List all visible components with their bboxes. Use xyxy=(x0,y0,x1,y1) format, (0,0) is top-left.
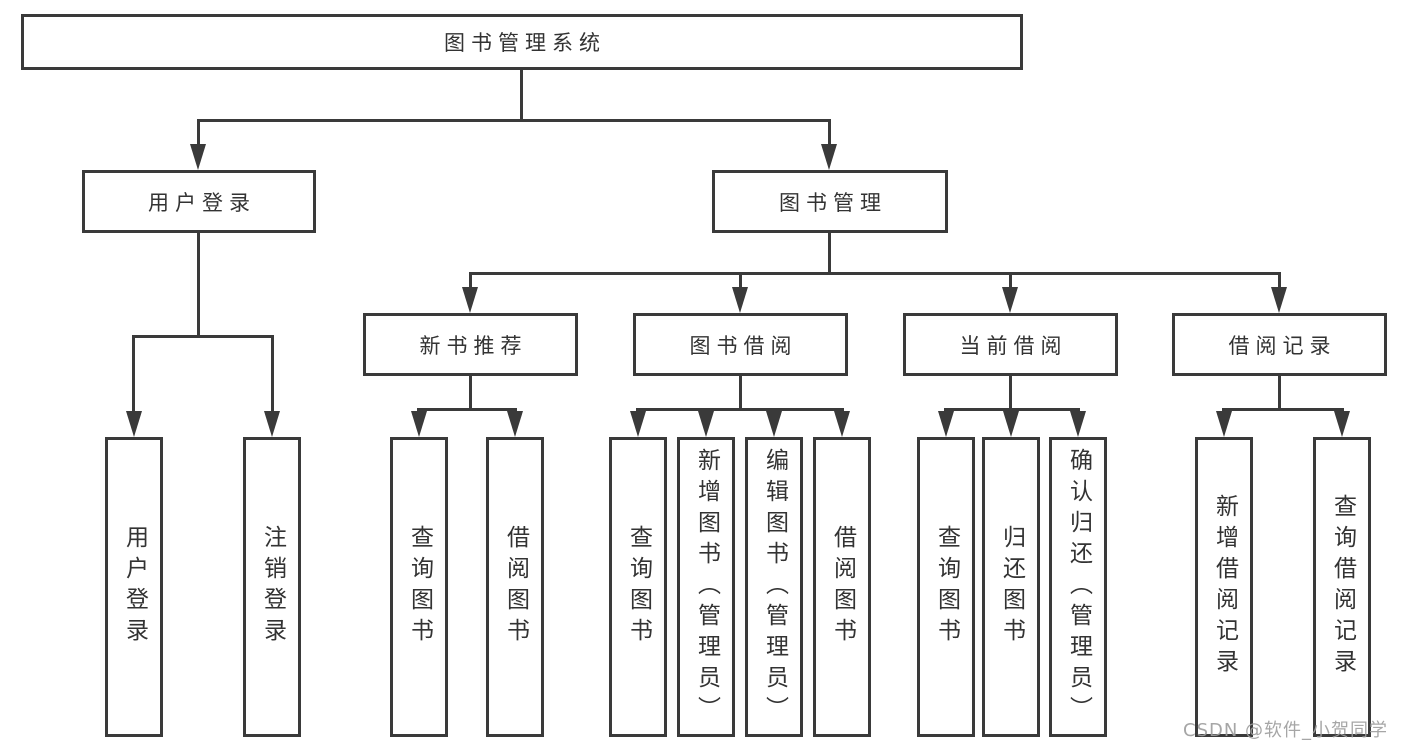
node-label: 用户登录 xyxy=(148,190,256,215)
arrowhead-icon xyxy=(190,144,206,170)
leaf-query-books-rec: 查询图书 xyxy=(390,437,448,737)
connector-line xyxy=(944,408,1080,411)
leaf-user-login: 用户登录 xyxy=(105,437,163,737)
connector-line xyxy=(197,233,200,335)
leaf-query-books-borrow: 查询图书 xyxy=(609,437,667,737)
node-label: 借阅记录 xyxy=(1228,333,1337,358)
connector-line xyxy=(828,119,831,146)
arrowhead-icon xyxy=(938,411,954,437)
connector-line xyxy=(132,335,274,338)
node-label: 当前借阅 xyxy=(959,333,1068,358)
arrowhead-icon xyxy=(264,411,280,437)
node-book-management: 图书管理 xyxy=(712,170,948,233)
arrowhead-icon xyxy=(766,411,782,437)
leaf-logout: 注销登录 xyxy=(243,437,301,737)
node-user-login: 用户登录 xyxy=(82,170,316,233)
arrowhead-icon xyxy=(1271,287,1287,313)
leaf-query-books-current: 查询图书 xyxy=(917,437,975,737)
connector-line xyxy=(1278,272,1281,289)
node-label: 用户登录 xyxy=(121,525,148,649)
connector-line xyxy=(1009,375,1012,409)
node-label: 新书推荐 xyxy=(419,333,528,358)
arrowhead-icon xyxy=(1216,411,1232,437)
arrowhead-icon xyxy=(630,411,646,437)
node-label: 查询图书 xyxy=(933,525,960,649)
arrowhead-icon xyxy=(507,411,523,437)
csdn-watermark: CSDN @软件_小贺同学 xyxy=(1183,720,1389,741)
connector-line xyxy=(1222,408,1344,411)
connector-line xyxy=(469,272,1281,275)
arrowhead-icon xyxy=(698,411,714,437)
node-label: 查询借阅记录 xyxy=(1329,494,1356,680)
arrowhead-icon xyxy=(462,287,478,313)
arrowhead-icon xyxy=(834,411,850,437)
node-book-borrowing: 图书借阅 xyxy=(633,313,848,376)
node-label: 查询图书 xyxy=(625,525,652,649)
arrowhead-icon xyxy=(1003,411,1019,437)
connector-line xyxy=(520,69,523,121)
connector-line xyxy=(271,335,274,412)
node-current-borrowing: 当前借阅 xyxy=(903,313,1118,376)
connector-line xyxy=(1278,375,1281,409)
leaf-add-borrow-record: 新增借阅记录 xyxy=(1195,437,1253,737)
connector-line xyxy=(1009,272,1012,289)
node-label: 确认归还（管理员） xyxy=(1065,447,1092,727)
connector-line xyxy=(636,408,844,411)
node-label: 归还图书 xyxy=(998,525,1025,649)
connector-line xyxy=(469,375,472,409)
leaf-query-borrow-record: 查询借阅记录 xyxy=(1313,437,1371,737)
arrowhead-icon xyxy=(821,144,837,170)
leaf-confirm-return-admin: 确认归还（管理员） xyxy=(1049,437,1107,737)
connector-line xyxy=(739,272,742,289)
leaf-borrow-books-borrow: 借阅图书 xyxy=(813,437,871,737)
node-label: 查询图书 xyxy=(406,525,433,649)
node-label: 图书管理系统 xyxy=(444,31,606,55)
connector-line xyxy=(197,119,831,122)
arrowhead-icon xyxy=(1070,411,1086,437)
connector-line xyxy=(132,335,135,412)
node-new-book-recommendation: 新书推荐 xyxy=(363,313,578,376)
node-label: 新增图书（管理员） xyxy=(693,447,720,727)
arrowhead-icon xyxy=(126,411,142,437)
connector-line xyxy=(197,119,200,146)
arrowhead-icon xyxy=(411,411,427,437)
connector-line xyxy=(469,272,472,289)
node-borrowing-records: 借阅记录 xyxy=(1172,313,1387,376)
node-label: 注销登录 xyxy=(259,525,286,649)
node-label: 图书借阅 xyxy=(689,333,798,358)
connector-line xyxy=(828,233,831,274)
node-library-management-system: 图书管理系统 xyxy=(21,14,1023,70)
node-label: 借阅图书 xyxy=(502,525,529,649)
arrowhead-icon xyxy=(1002,287,1018,313)
arrowhead-icon xyxy=(732,287,748,313)
leaf-borrow-books-rec: 借阅图书 xyxy=(486,437,544,737)
connector-line xyxy=(739,375,742,409)
node-label: 新增借阅记录 xyxy=(1211,494,1238,680)
connector-line xyxy=(417,408,517,411)
node-label: 借阅图书 xyxy=(829,525,856,649)
arrowhead-icon xyxy=(1334,411,1350,437)
leaf-add-books-admin: 新增图书（管理员） xyxy=(677,437,735,737)
node-label: 编辑图书（管理员） xyxy=(761,447,788,727)
node-label: 图书管理 xyxy=(779,190,887,215)
leaf-return-books: 归还图书 xyxy=(982,437,1040,737)
leaf-edit-books-admin: 编辑图书（管理员） xyxy=(745,437,803,737)
